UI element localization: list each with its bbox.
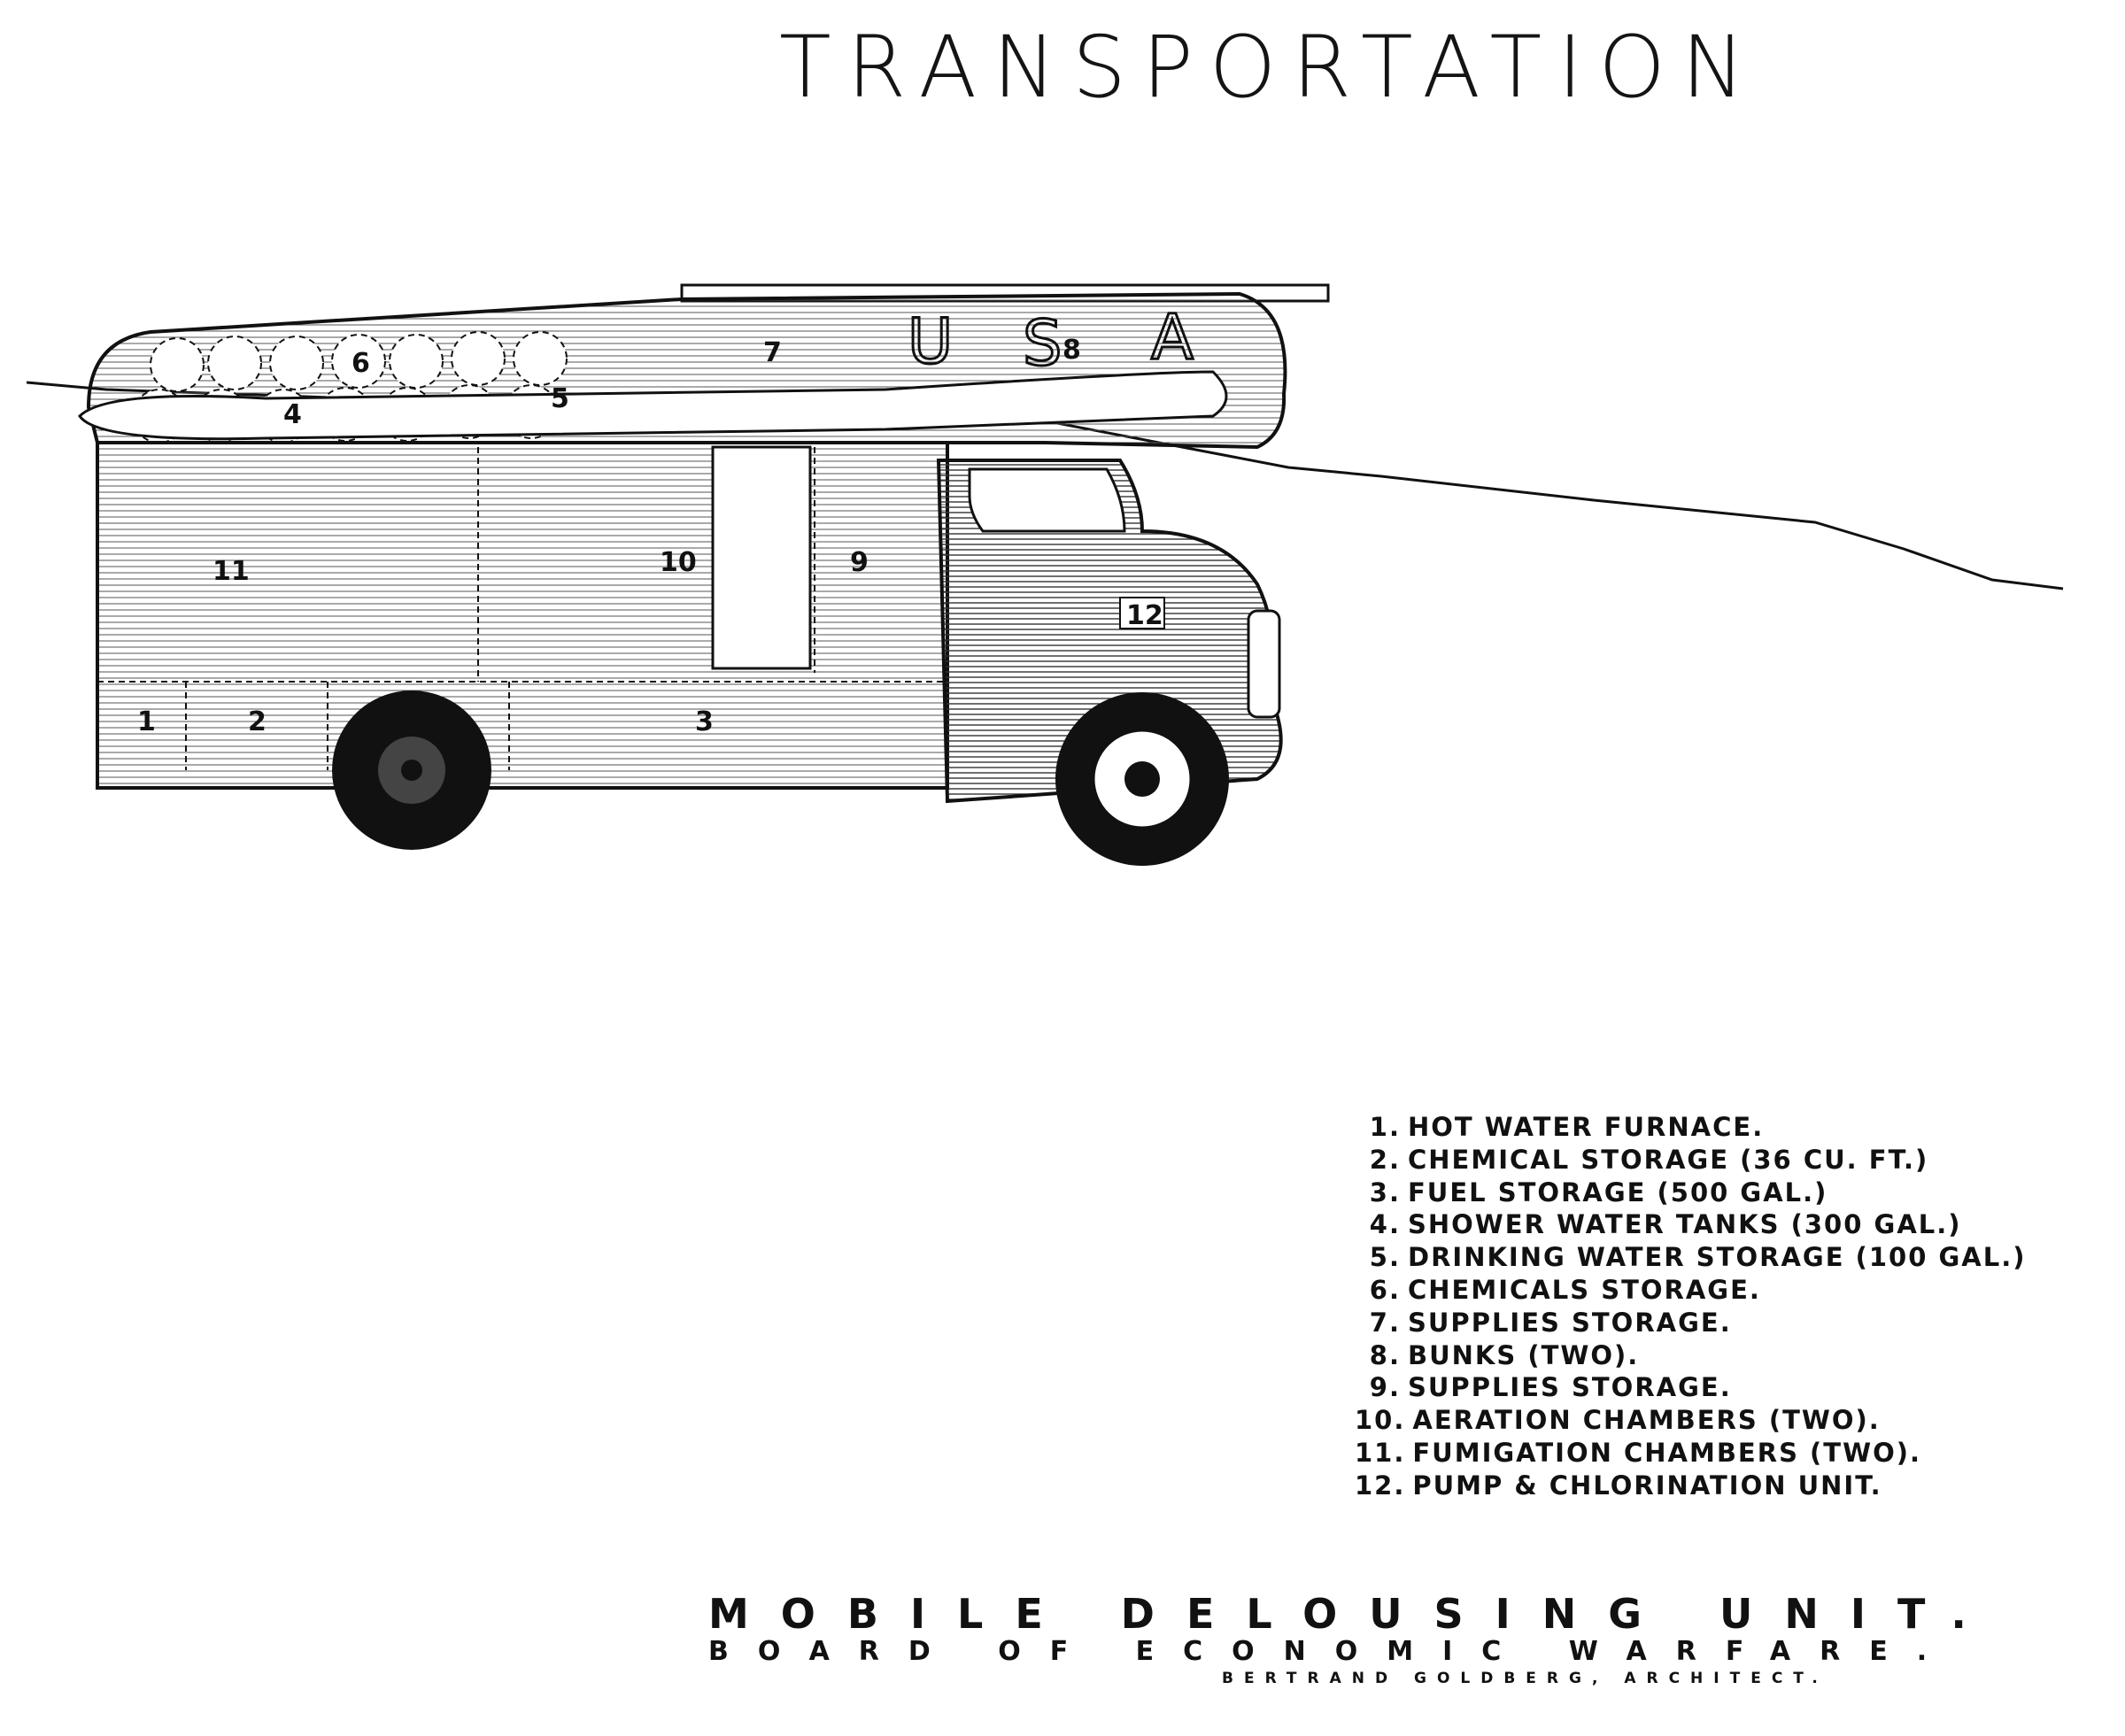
compartment-5: 5 [551, 383, 569, 414]
legend-item: 8.BUNKS (TWO). [1369, 1339, 1640, 1370]
compartment-8: 8 [1062, 335, 1081, 366]
legend-item: 11.FUMIGATION CHAMBERS (TWO). [1355, 1437, 1921, 1468]
compartment-12: 12 [1126, 600, 1163, 631]
legend-item: 6.CHEMICALS STORAGE. [1369, 1274, 1761, 1305]
front-wheel [1055, 692, 1229, 866]
legend-item: 7.SUPPLIES STORAGE. [1369, 1307, 1732, 1338]
truck-body [96, 441, 949, 790]
compartment-3: 3 [695, 706, 714, 737]
title-block: MOBILE DELOUSING UNIT. BOARD OF ECONOMIC… [708, 1589, 1998, 1692]
compartment-6: 6 [352, 348, 370, 379]
drawing-name: MOBILE DELOUSING UNIT. [708, 1590, 1998, 1638]
legend-item: 5.DRINKING WATER STORAGE (100 GAL.) [1369, 1242, 2027, 1273]
compartment-1: 1 [137, 706, 156, 737]
roof-letter-u: U [908, 305, 953, 378]
cab-window [968, 467, 1126, 533]
rear-wheel [332, 691, 491, 850]
pump-box [1119, 597, 1165, 629]
compartment-7: 7 [763, 337, 782, 368]
bunk-roll [78, 370, 1228, 441]
roof-letter-s: S [1023, 307, 1062, 380]
door-panel [711, 445, 812, 670]
legend-item: 4.SHOWER WATER TANKS (300 GAL.) [1369, 1209, 1962, 1240]
legend-item: 1.HOT WATER FURNACE. [1369, 1112, 1765, 1142]
compartment-9: 9 [850, 547, 869, 578]
organization-name: BOARD OF ECONOMIC WARFARE. [708, 1636, 1957, 1667]
legend-item: 12.PUMP & CHLORINATION UNIT. [1355, 1470, 1882, 1501]
architect-credit: BERTRAND GOLDBERG, ARCHITECT. [1222, 1670, 1828, 1687]
grille [1247, 609, 1281, 719]
legend-item: 2.CHEMICAL STORAGE (36 CU. FT.) [1369, 1144, 1929, 1175]
compartment-4: 4 [283, 399, 302, 430]
drawing-title: TRANSPORTATION [779, 18, 1761, 117]
compartment-11: 11 [212, 556, 250, 587]
compartment-2: 2 [248, 706, 267, 737]
compartment-10: 10 [660, 547, 697, 578]
legend-list: 1.HOT WATER FURNACE. 2.CHEMICAL STORAGE … [1355, 1111, 2026, 1502]
roof-letter-a: A [1151, 301, 1194, 374]
legend-item: 10.AERATION CHAMBERS (TWO). [1355, 1405, 1881, 1436]
legend-item: 9.SUPPLIES STORAGE. [1369, 1372, 1732, 1403]
legend-item: 3.FUEL STORAGE (500 GAL.) [1369, 1177, 1828, 1207]
